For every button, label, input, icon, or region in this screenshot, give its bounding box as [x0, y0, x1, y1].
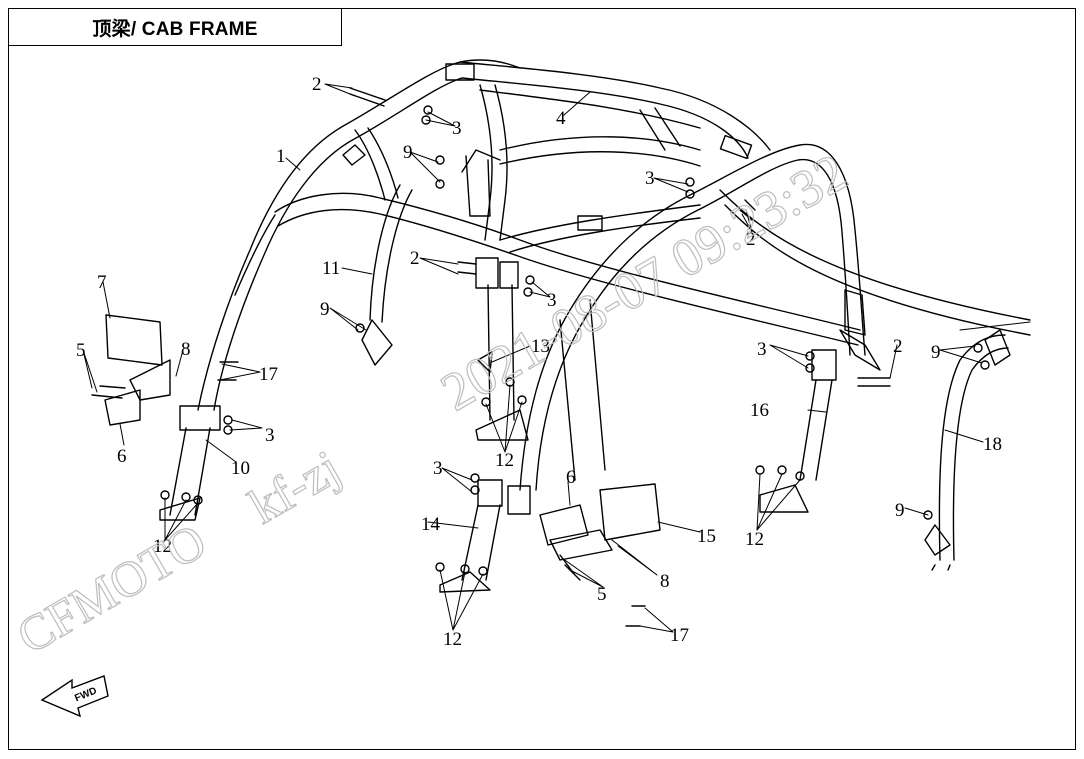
callout-12: 12 — [153, 536, 172, 557]
mirror-part-7 — [91, 314, 171, 426]
callout-2: 2 — [746, 229, 756, 250]
callout-4: 4 — [556, 108, 566, 129]
callout-16: 16 — [750, 400, 769, 421]
roof-bar-part-4 — [445, 61, 771, 167]
callout-2: 2 — [410, 248, 420, 269]
rear-tube-part-18 — [924, 329, 1011, 571]
callout-15: 15 — [697, 526, 716, 547]
page-border — [8, 8, 1076, 750]
callout-9: 9 — [320, 299, 330, 320]
callout-12: 12 — [495, 450, 514, 471]
callout-1: 1 — [276, 146, 286, 167]
callout-8: 8 — [660, 571, 670, 592]
watermark-brand: CFMOTO — [8, 512, 216, 664]
callout-3: 3 — [265, 425, 275, 446]
callout-12: 12 — [745, 529, 764, 550]
callout-2: 2 — [312, 74, 322, 95]
callout-18: 18 — [983, 434, 1002, 455]
fwd-arrow-icon: FWD — [40, 675, 109, 718]
callout-3: 3 — [452, 118, 462, 139]
callout-7: 7 — [97, 272, 107, 293]
callout-numbers: 1 2 2 2 2 3 3 3 3 3 3 4 5 5 6 6 7 8 8 9 … — [76, 74, 1002, 650]
mirror-part-15 — [539, 483, 661, 561]
callout-3: 3 — [645, 168, 655, 189]
callout-9: 9 — [403, 142, 413, 163]
callout-9: 9 — [895, 500, 905, 521]
callout-6: 6 — [117, 446, 127, 467]
callout-5: 5 — [597, 584, 607, 605]
callout-2: 2 — [893, 336, 903, 357]
callout-11: 11 — [322, 258, 340, 279]
fasteners — [160, 87, 990, 627]
callout-3: 3 — [547, 290, 557, 311]
callout-13: 13 — [531, 336, 550, 357]
leg-part-14 — [439, 479, 531, 593]
callout-17: 17 — [670, 625, 689, 646]
callout-5: 5 — [76, 340, 86, 361]
callout-12: 12 — [443, 629, 462, 650]
watermark-user: kf-zj — [240, 439, 350, 535]
upright-part-13 — [475, 257, 529, 441]
callout-14: 14 — [421, 514, 441, 535]
roll-bar-right — [519, 143, 1031, 491]
callout-17: 17 — [259, 364, 278, 385]
callout-10: 10 — [231, 458, 250, 479]
callout-6: 6 — [566, 467, 576, 488]
leader-lines — [82, 83, 1031, 633]
callout-8: 8 — [181, 339, 191, 360]
page-title-text: 顶梁/ CAB FRAME — [92, 18, 258, 40]
callout-3: 3 — [757, 339, 767, 360]
callout-9: 9 — [931, 342, 941, 363]
brackets — [342, 144, 881, 371]
watermark: 2021-08-07 09:23:32 kf-zj CFMOTO — [7, 141, 858, 665]
callout-3: 3 — [433, 458, 443, 479]
cross-tube — [274, 192, 861, 346]
side-tube-part-11 — [361, 184, 413, 366]
leg-part-16 — [759, 349, 837, 513]
page-title: 顶梁/ CAB FRAME — [8, 8, 342, 46]
leg-part-10 — [159, 405, 221, 521]
